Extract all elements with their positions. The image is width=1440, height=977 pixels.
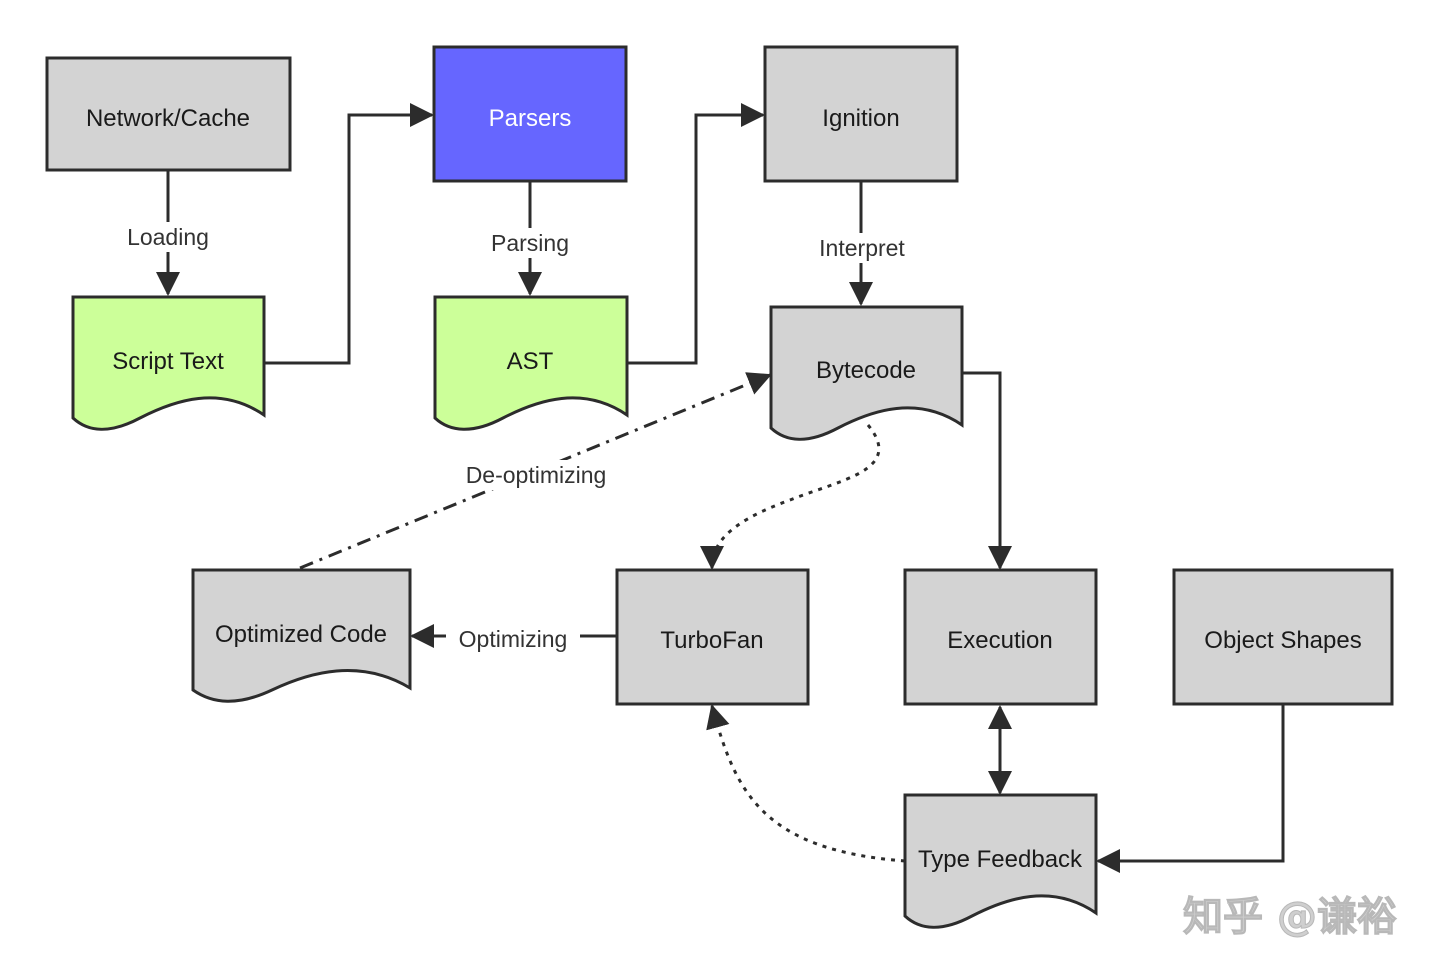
node-label-turbofan: TurboFan xyxy=(660,627,763,654)
edge-bytecode-to-turbofan xyxy=(700,424,881,570)
node-script-text xyxy=(71,295,266,431)
node-object-shapes xyxy=(1172,568,1394,706)
edge-label-loading: Loading xyxy=(127,224,209,250)
edge-type-feedback-to-turbofan xyxy=(706,704,906,863)
node-label-bytecode: Bytecode xyxy=(816,357,916,384)
edge-label-optimizing: Optimizing xyxy=(459,626,568,652)
node-label-parsers: Parsers xyxy=(489,105,572,132)
edge-script-to-parsers xyxy=(264,103,434,365)
node-label-ignition: Ignition xyxy=(822,105,899,132)
node-bytecode xyxy=(769,305,964,441)
edge-label-parsing: Parsing xyxy=(491,230,569,256)
node-ignition xyxy=(763,45,959,183)
edge-label-de-optimizing: De-optimizing xyxy=(466,462,607,488)
edge-label-interpret: Interpret xyxy=(819,235,905,261)
edge-ast-to-ignition xyxy=(627,103,765,365)
node-optimized-code xyxy=(191,568,412,703)
node-label-script-text: Script Text xyxy=(112,348,224,375)
node-label-execution: Execution xyxy=(947,627,1052,654)
edge-object-shapes-to-type-feedback xyxy=(1096,704,1285,873)
node-label-ast: AST xyxy=(507,348,554,375)
node-execution xyxy=(903,568,1098,706)
node-label-optimized-code: Optimized Code xyxy=(215,621,387,648)
edge-bytecode-to-execution xyxy=(962,371,1012,570)
node-network-cache xyxy=(45,56,292,172)
node-type-feedback xyxy=(903,793,1098,929)
node-label-type-feedback: Type Feedback xyxy=(918,846,1083,873)
watermark: 知乎 @谦裕 xyxy=(1183,894,1397,940)
node-label-network-cache: Network/Cache xyxy=(86,105,250,132)
node-label-object-shapes: Object Shapes xyxy=(1204,627,1361,654)
node-parsers xyxy=(432,45,628,183)
node-turbofan xyxy=(615,568,810,706)
node-ast xyxy=(433,295,629,431)
